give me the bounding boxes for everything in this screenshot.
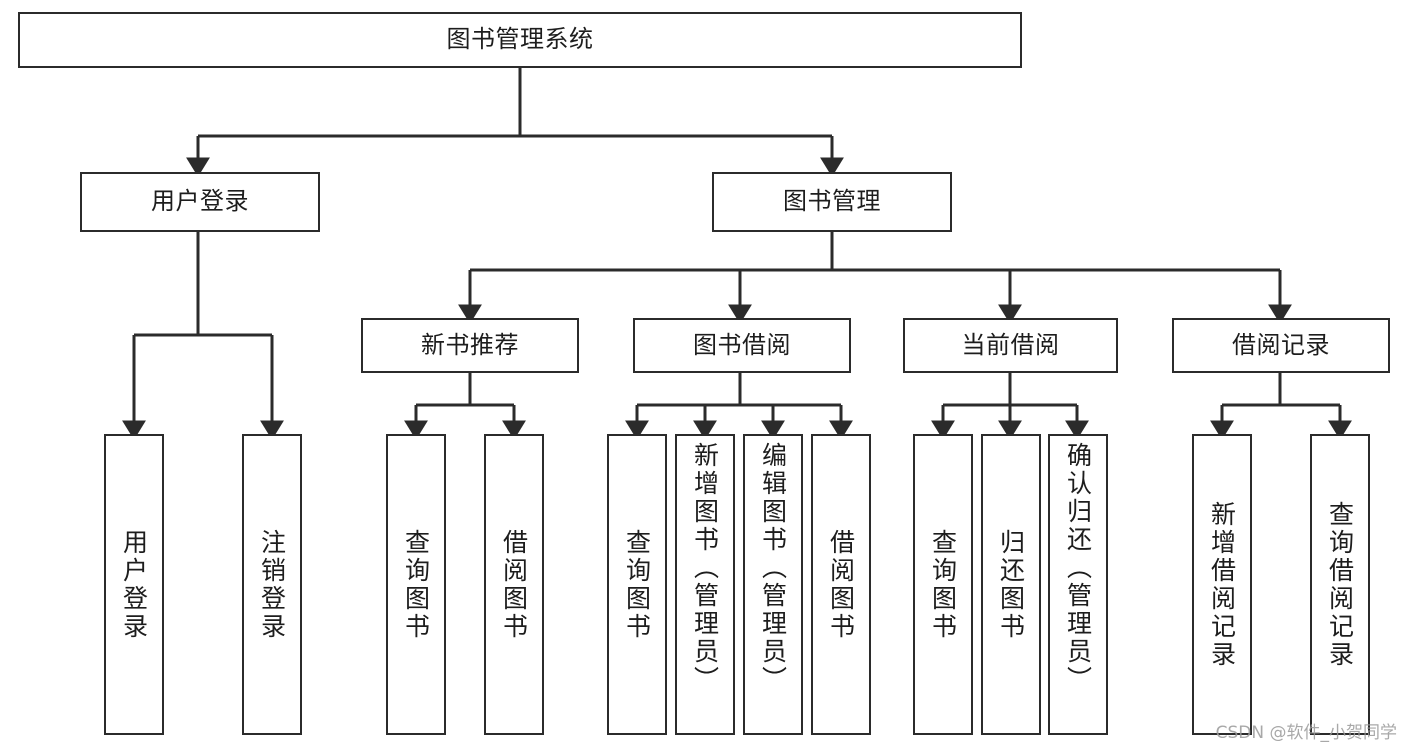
leaf-query-record-label: 查询借阅记录: [1325, 500, 1355, 669]
leaf-query-book-1[interactable]: 查询图书: [386, 434, 446, 735]
leaf-query-book-3[interactable]: 查询图书: [913, 434, 973, 735]
leaf-edit-book-label: 编辑图书（管理员）: [758, 442, 788, 694]
leaf-add-book[interactable]: 新增图书（管理员）: [675, 434, 735, 735]
node-book-borrow-label: 图书借阅: [693, 330, 791, 359]
leaf-query-book-3-label: 查询图书: [928, 528, 958, 641]
node-book-manage[interactable]: 图书管理: [712, 172, 952, 232]
leaf-add-book-label: 新增图书（管理员）: [690, 442, 720, 694]
leaf-borrow-book-2[interactable]: 借阅图书: [811, 434, 871, 735]
leaf-confirm-return[interactable]: 确认归还（管理员）: [1048, 434, 1108, 735]
node-root[interactable]: 图书管理系统: [18, 12, 1022, 68]
leaf-query-book-2[interactable]: 查询图书: [607, 434, 667, 735]
leaf-return-book-label: 归还图书: [996, 528, 1026, 641]
leaf-edit-book[interactable]: 编辑图书（管理员）: [743, 434, 803, 735]
leaf-borrow-book-2-label: 借阅图书: [826, 528, 856, 641]
leaf-user-login-label: 用户登录: [119, 528, 149, 641]
leaf-return-book[interactable]: 归还图书: [981, 434, 1041, 735]
leaf-confirm-return-label: 确认归还（管理员）: [1063, 442, 1093, 694]
node-new-book-rec[interactable]: 新书推荐: [361, 318, 579, 373]
leaf-logout-login-label: 注销登录: [257, 528, 287, 641]
leaf-user-login[interactable]: 用户登录: [104, 434, 164, 735]
node-user-login[interactable]: 用户登录: [80, 172, 320, 232]
node-book-borrow[interactable]: 图书借阅: [633, 318, 851, 373]
node-book-manage-label: 图书管理: [783, 187, 881, 216]
node-borrow-record[interactable]: 借阅记录: [1172, 318, 1390, 373]
node-new-book-rec-label: 新书推荐: [421, 330, 519, 359]
csdn-watermark: CSDN @软件_小贺同学: [1215, 723, 1397, 743]
node-user-login-label: 用户登录: [151, 187, 249, 216]
node-current-borrow[interactable]: 当前借阅: [903, 318, 1118, 373]
leaf-add-record[interactable]: 新增借阅记录: [1192, 434, 1252, 735]
leaf-borrow-book-1[interactable]: 借阅图书: [484, 434, 544, 735]
leaf-query-record[interactable]: 查询借阅记录: [1310, 434, 1370, 735]
node-borrow-record-label: 借阅记录: [1232, 330, 1330, 359]
leaf-borrow-book-1-label: 借阅图书: [499, 528, 529, 641]
leaf-query-book-2-label: 查询图书: [622, 528, 652, 641]
node-current-borrow-label: 当前借阅: [961, 330, 1060, 359]
leaf-add-record-label: 新增借阅记录: [1207, 500, 1237, 669]
node-root-label: 图书管理系统: [446, 25, 594, 54]
leaf-query-book-1-label: 查询图书: [401, 528, 431, 641]
leaf-logout-login[interactable]: 注销登录: [242, 434, 302, 735]
